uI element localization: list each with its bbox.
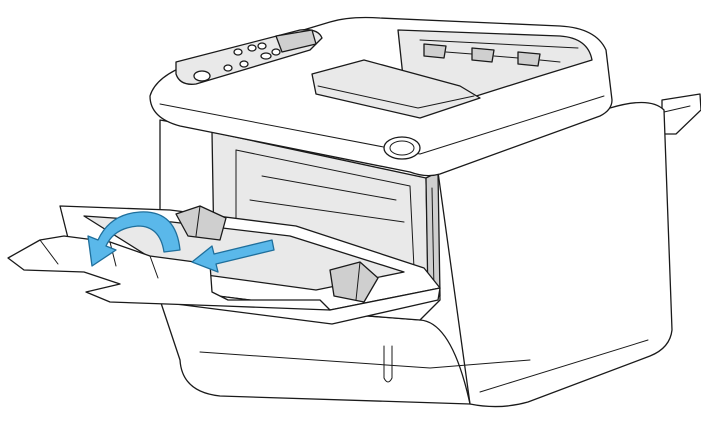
rear-output-support (661, 93, 701, 135)
top-cover (149, 16, 613, 177)
curved-arrow-icon (87, 211, 181, 267)
straight-arrow-icon (191, 239, 275, 273)
